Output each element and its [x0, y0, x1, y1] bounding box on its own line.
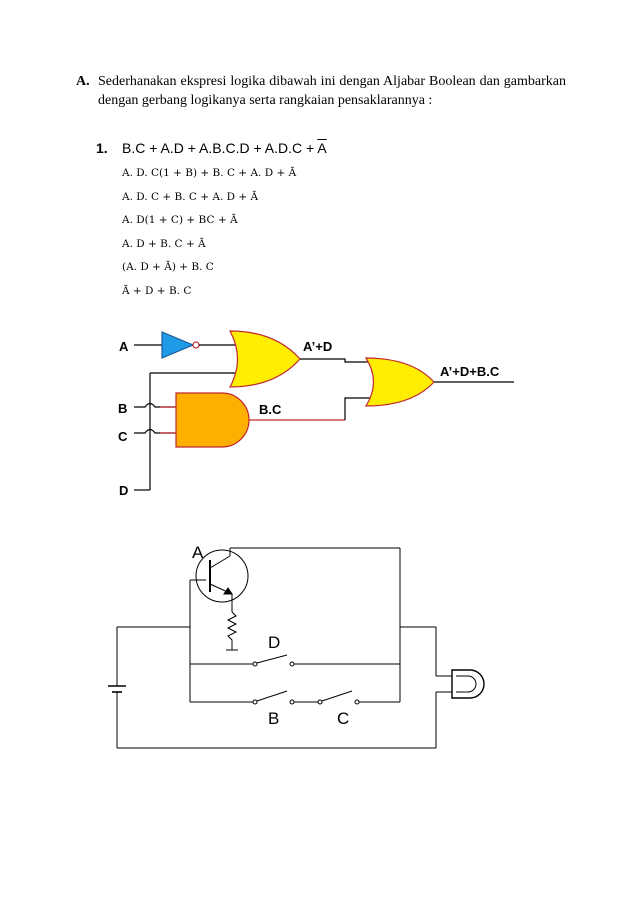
wire-and-to-or2 — [344, 397, 372, 420]
switching-labels: A D B C — [192, 543, 349, 728]
switch-c-contact — [317, 699, 323, 705]
switch-c-contact — [354, 699, 360, 705]
expression-bar-term: A — [317, 140, 327, 156]
transistor-arrow — [223, 587, 233, 595]
label-switch-b: B — [268, 709, 279, 728]
section-instruction: Sederhanakan ekspresi logika dibawah ini… — [98, 74, 566, 108]
wire-or1-out — [300, 358, 372, 363]
switch-d-contact — [289, 661, 295, 667]
label-or1-output: A’+D — [303, 339, 332, 354]
step-line: A. D. C(1 + B) + B. C + A. D + Ā — [122, 167, 297, 179]
label-input-d: D — [119, 483, 128, 498]
section-label: A. — [76, 74, 90, 89]
transistor-icon — [195, 549, 249, 603]
logic-gate-labels: A B C D A’+D B.C A’+D+B.C — [118, 339, 500, 498]
label-switch-d: D — [268, 633, 280, 652]
expression-main: B.C + A.D + A.B.C.D + A.D.C + — [122, 140, 318, 156]
or-gate-1 — [228, 330, 301, 388]
lamp-filament — [456, 675, 477, 693]
simplification-steps: A. D. C(1 + B) + B. C + A. D + Ā A. D. C… — [122, 162, 296, 303]
step-line: A. D. C + B. C + A. D + Ā — [122, 190, 259, 203]
step-line: A. D(1 + C) + BC + Ā — [122, 214, 238, 226]
not-bubble — [192, 341, 200, 349]
label-input-c: C — [118, 429, 128, 444]
or-gate-2 — [364, 357, 435, 407]
step-line: Ā + D + B. C — [122, 284, 192, 297]
not-gate — [161, 331, 195, 359]
resistor-icon — [226, 611, 238, 650]
logic-gate-diagram — [134, 330, 514, 491]
label-switch-c: C — [337, 709, 349, 728]
label-transistor-a: A — [192, 543, 204, 562]
label-input-a: A — [119, 339, 129, 354]
label-final-output: A’+D+B.C — [440, 364, 500, 379]
and-gate — [175, 392, 250, 448]
switch-b-contact — [252, 699, 258, 705]
problem-number: 1. — [96, 140, 108, 156]
wire-b — [134, 402, 176, 408]
step-line: (A. D + Ā) + B. C — [122, 261, 214, 273]
label-and-output: B.C — [259, 402, 282, 417]
problem-expression: 1. B.C + A.D + A.B.C.D + A.D.C + A — [96, 140, 327, 156]
switch-b-contact — [289, 699, 295, 705]
switching-circuit — [108, 547, 485, 749]
step-line: A. D + B. C + Ā — [122, 237, 206, 250]
section-heading: A. Sederhanakan ekspresi logika dibawah … — [76, 72, 566, 110]
switch-d-contact — [252, 661, 258, 667]
switch-b-blade — [256, 690, 288, 702]
transistor-collector — [209, 555, 231, 569]
switch-c-blade — [321, 690, 353, 702]
lamp-icon — [451, 669, 485, 699]
label-input-b: B — [118, 401, 127, 416]
wire-c — [134, 428, 176, 434]
switch-d-blade — [256, 654, 288, 664]
